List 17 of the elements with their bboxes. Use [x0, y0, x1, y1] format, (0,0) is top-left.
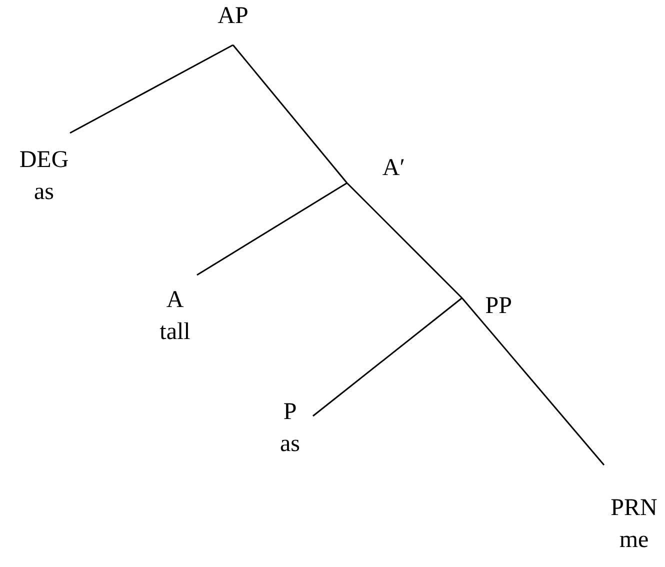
category-label: PP	[485, 294, 512, 318]
category-label: DEG	[19, 148, 69, 172]
category-label: A′	[382, 156, 405, 180]
category-label: PRN	[610, 496, 658, 520]
tree-branch	[346, 182, 463, 299]
category-label: AP	[218, 4, 248, 28]
tree-branch	[70, 44, 234, 134]
tree-branch	[461, 298, 605, 466]
word-label: as	[280, 432, 300, 456]
word-label: tall	[160, 320, 190, 344]
word-label: as	[34, 180, 54, 204]
tree-branch	[232, 44, 348, 184]
category-label: A	[166, 288, 184, 312]
tree-branch	[312, 297, 462, 417]
category-label: P	[283, 400, 297, 424]
word-label: me	[619, 528, 649, 552]
tree-branch	[196, 182, 348, 276]
